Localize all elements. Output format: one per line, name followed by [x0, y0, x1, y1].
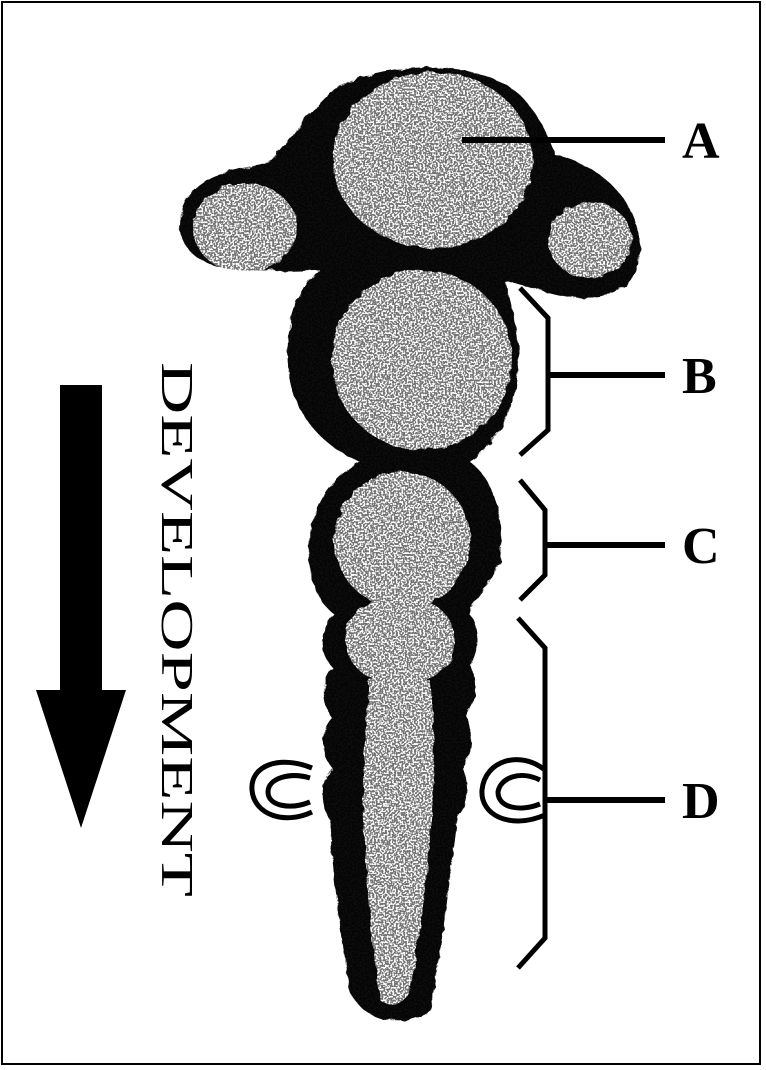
- development-arrow-icon: [36, 385, 126, 828]
- stipple-texture: [160, 50, 660, 1050]
- bracket-d: [518, 618, 545, 968]
- right-otic-curl-inner: [498, 776, 540, 808]
- left-otic-curl-inner: [268, 776, 310, 806]
- left-otic-curl: [252, 762, 312, 817]
- development-label: DEVELOPMENT: [152, 362, 203, 897]
- right-otic-curl: [482, 760, 545, 821]
- label-a: A: [682, 113, 720, 170]
- brackets: [518, 288, 548, 968]
- bracket-b: [520, 288, 548, 455]
- label-c: C: [682, 518, 720, 575]
- bracket-c: [520, 480, 545, 600]
- label-d: D: [682, 773, 720, 830]
- label-b: B: [682, 348, 717, 405]
